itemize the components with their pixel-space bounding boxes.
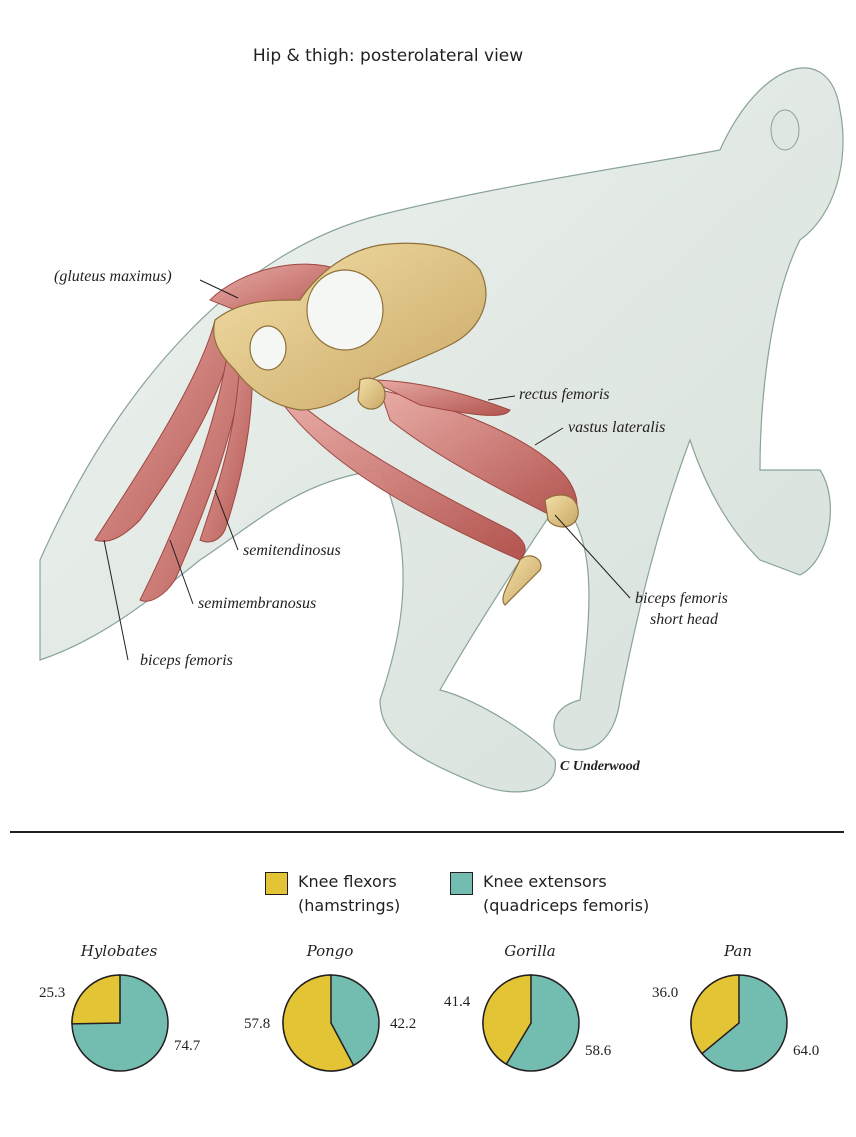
pie-title: Pan: [723, 942, 753, 960]
pie-flexors-value: 41.4: [444, 994, 471, 1010]
pie-extensors-value: 74.7: [174, 1038, 201, 1054]
muscle-group: [94, 263, 578, 602]
label-vastus-lateralis: vastus lateralis: [568, 419, 666, 436]
figure-title: Hip & thigh: posterolateral view: [252, 46, 524, 66]
pie-flexors-value: 36.0: [652, 985, 679, 1001]
legend-swatch-extensors: [450, 872, 473, 895]
anatomy-illustration: [39, 67, 844, 793]
legend-extensors-line2: (quadriceps femoris): [483, 896, 650, 915]
label-semimembranosus: semimembranosus: [198, 595, 317, 612]
artist-signature: C Underwood: [560, 759, 640, 774]
pie-title: Gorilla: [504, 942, 556, 960]
pie-flexors-value: 57.8: [244, 1016, 271, 1032]
legend-knee-flexors: Knee flexors (hamstrings): [265, 870, 400, 918]
pie-extensors-value: 64.0: [793, 1043, 820, 1059]
pie-slice-flexors: [482, 974, 532, 1066]
pie-chart-gorilla: Gorilla 41.4 58.6: [430, 942, 630, 1092]
legend-flexors-line2: (hamstrings): [298, 896, 401, 915]
legend-swatch-flexors: [265, 872, 288, 895]
pie-extensors-value: 42.2: [390, 1016, 417, 1032]
pie-svg: [482, 974, 580, 1072]
section-divider: [10, 831, 844, 833]
pie-chart-hylobates: Hylobates 25.3 74.7: [19, 942, 219, 1092]
pie-title: Hylobates: [80, 942, 158, 960]
pie-title: Pongo: [306, 942, 354, 960]
pie-svg: [282, 974, 380, 1072]
pie-svg: [71, 974, 169, 1072]
label-biceps-short-head-line2: short head: [650, 611, 718, 628]
pelvis-bone: [213, 242, 579, 606]
pie-flexors-value: 25.3: [39, 985, 66, 1001]
leader-lines: [103, 279, 631, 661]
pie-chart-pan: Pan 36.0 64.0: [638, 942, 838, 1092]
pie-chart-pongo: Pongo 57.8 42.2: [230, 942, 430, 1092]
pie-slice-flexors: [690, 974, 740, 1055]
legend-flexors-line1: Knee flexors: [298, 872, 397, 891]
pie-slice-flexors: [282, 974, 355, 1072]
pie-svg: [690, 974, 788, 1072]
legend-knee-extensors: Knee extensors (quadriceps femoris): [450, 870, 649, 918]
ape-ear: [770, 109, 800, 151]
label-gluteus-maximus: (gluteus maximus): [54, 268, 172, 285]
label-biceps-femoris: biceps femoris: [140, 652, 233, 669]
label-biceps-short-head-line1: biceps femoris: [635, 590, 728, 607]
legend-extensors-line1: Knee extensors: [483, 872, 607, 891]
label-rectus-femoris: rectus femoris: [519, 386, 610, 403]
label-semitendinosus: semitendinosus: [243, 542, 341, 559]
pie-slice-flexors: [71, 974, 121, 1025]
pie-extensors-value: 58.6: [585, 1043, 612, 1059]
